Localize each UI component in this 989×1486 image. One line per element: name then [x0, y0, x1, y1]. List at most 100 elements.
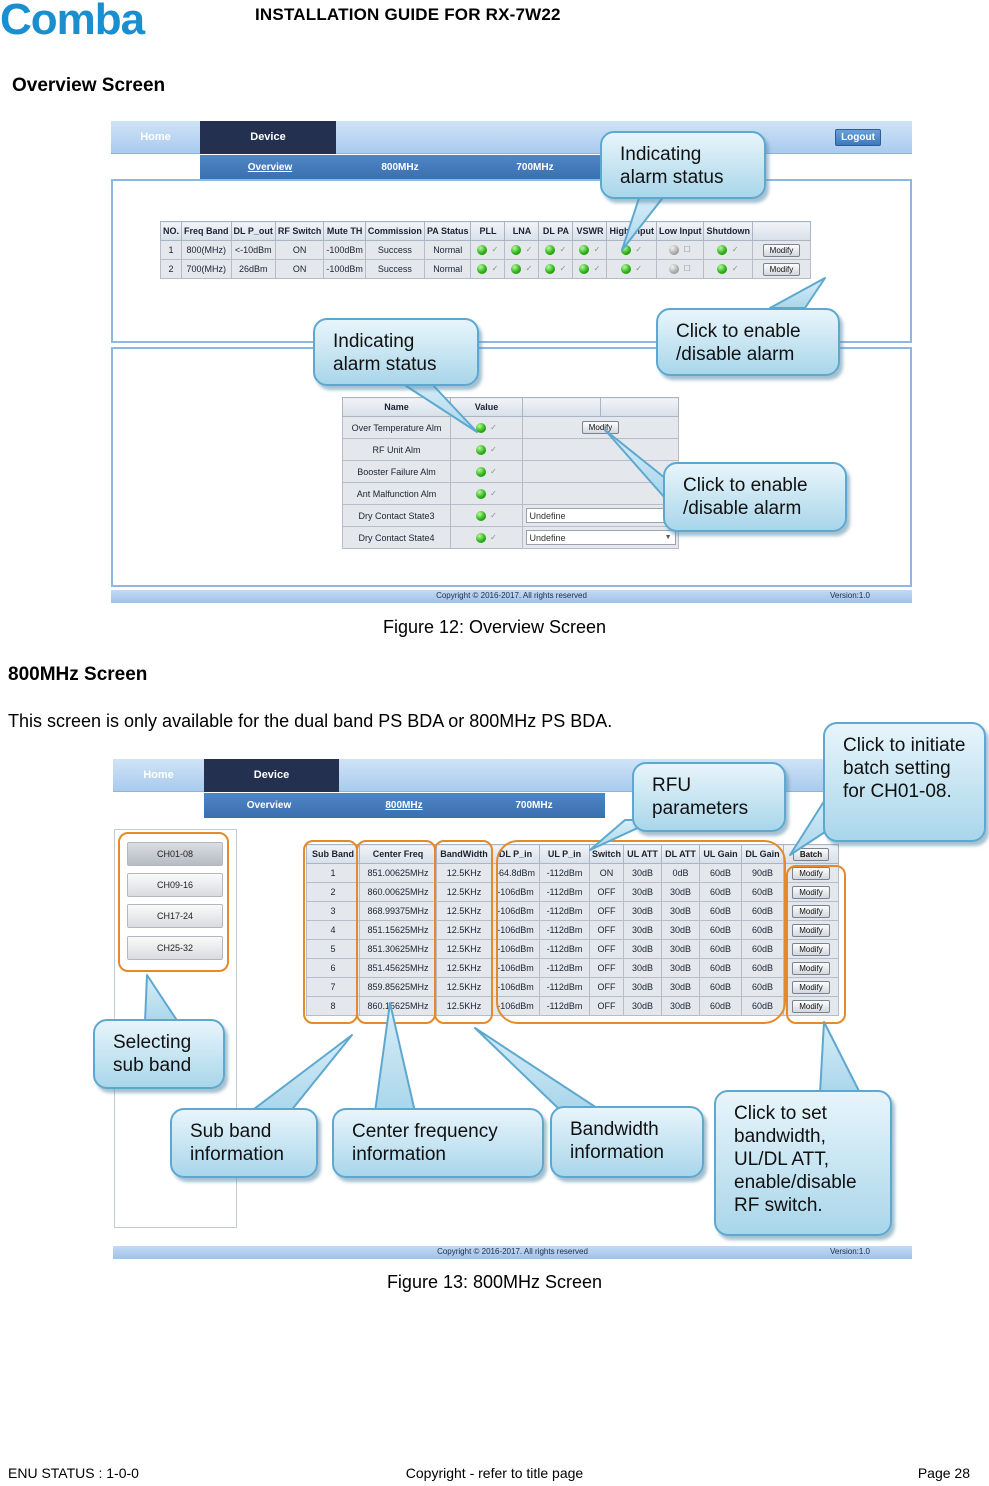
modify-button[interactable]: Modify [792, 904, 830, 918]
subtab-700mhz[interactable]: 700MHz [516, 162, 554, 173]
modify-button[interactable]: Modify [792, 942, 830, 956]
subtab-overview[interactable]: Overview [246, 800, 292, 811]
check-icon[interactable]: ✓ [525, 245, 533, 255]
modify-button[interactable]: Modify [792, 999, 830, 1013]
table-cell: OFF [588, 920, 625, 940]
table-row: 2 700(MHz) 26dBm ON -100dBm Success Norm… [159, 259, 811, 279]
table-cell: 6 [306, 958, 360, 978]
document-title: INSTALLATION GUIDE FOR RX-7W22 [255, 5, 561, 24]
table-cell: 860.00625MHz [359, 882, 437, 902]
highlight-channel-buttons [118, 832, 229, 972]
check-icon[interactable]: ✓ [559, 264, 567, 274]
cell-dlpa: ✓ [538, 259, 574, 279]
table-cell: 30dB [661, 920, 701, 940]
subtab-overview[interactable]: Overview [247, 162, 293, 173]
check-icon[interactable]: ✓ [490, 466, 497, 476]
dry-contact-select[interactable]: Undefine▼ [525, 530, 676, 545]
footer-status: ENU STATUS : 1-0-0 [8, 1465, 139, 1481]
cell-action: Modify [783, 901, 840, 921]
callout-subband-info: Sub band information [170, 1108, 318, 1178]
table-row: Over Temperature Alm✓Modify [342, 416, 679, 439]
check-icon[interactable]: ✓ [490, 444, 497, 454]
modify-button[interactable]: Modify [792, 885, 830, 899]
table-cell: OFF [588, 996, 625, 1016]
check-icon[interactable]: ✓ [490, 422, 497, 432]
check-icon[interactable]: ☐ [683, 264, 691, 274]
modify-button[interactable]: Modify [762, 243, 801, 257]
table-row: Booster Failure Alm✓ [342, 460, 679, 483]
check-icon[interactable]: ✓ [491, 264, 499, 274]
cell-empty [522, 482, 679, 505]
col-header: Low Input [655, 221, 705, 241]
table-row: RF Unit Alm✓ [342, 438, 679, 461]
table-cell: 60dB [741, 939, 785, 959]
channel-button-ch17-24[interactable]: CH17-24 [127, 904, 223, 928]
check-icon[interactable]: ☐ [683, 245, 691, 255]
check-icon[interactable]: ✓ [635, 264, 643, 274]
col-header: Freq Band [181, 221, 232, 241]
nav-tab-home[interactable]: Home [143, 769, 174, 781]
modify-button[interactable]: Modify [792, 923, 830, 937]
modify-button[interactable]: Modify [581, 421, 620, 434]
channel-button-ch25-32[interactable]: CH25-32 [127, 936, 223, 960]
check-icon[interactable]: ✓ [490, 510, 497, 520]
green-led-icon [578, 264, 589, 275]
nav-tab-home[interactable]: Home [140, 131, 171, 143]
check-icon[interactable]: ✓ [593, 264, 601, 274]
check-icon[interactable]: ✓ [731, 264, 739, 274]
nav-tab-device[interactable]: Device [204, 759, 339, 792]
modify-button[interactable]: Modify [792, 961, 830, 975]
table-cell: 12.5KHz [436, 920, 492, 940]
batch-button[interactable]: Batch [792, 847, 830, 861]
table-cell: 60dB [699, 920, 743, 940]
table-cell: 60dB [699, 863, 743, 883]
chevron-down-icon[interactable]: ▼ [664, 534, 672, 541]
cell-rf-switch: ON [274, 259, 325, 279]
logout-button[interactable]: Logout [835, 129, 881, 146]
check-icon[interactable]: ✓ [491, 245, 499, 255]
table-row: Ant Malfunction Alm✓ [342, 482, 679, 505]
check-icon[interactable]: ✓ [731, 245, 739, 255]
callout-batch: Click to initiate batch setting for CH01… [823, 722, 986, 842]
cell-action: Modify [522, 416, 679, 439]
check-icon[interactable]: ✓ [525, 264, 533, 274]
highlight-rfu-columns [496, 840, 786, 1024]
green-led-icon [510, 245, 521, 256]
band-status-table: NO. Freq Band DL P_out RF Switch Mute TH… [159, 221, 811, 279]
cell-vswr: ✓ [572, 240, 608, 260]
cell-no: 2 [159, 259, 183, 279]
subband-table: Sub Band Center Freq BandWidth DL P_in U… [306, 844, 840, 1016]
table-cell: 30dB [661, 996, 701, 1016]
green-led-icon [578, 245, 589, 256]
cell-rf-switch: ON [274, 240, 325, 260]
cell-shutdown: ✓ [703, 259, 753, 279]
cell-shutdown: ✓ [703, 240, 753, 260]
green-led-icon [475, 466, 486, 477]
col-header: Shutdown [703, 221, 753, 241]
modify-button[interactable]: Modify [762, 262, 801, 276]
check-icon[interactable]: ✓ [593, 245, 601, 255]
col-header: Center Freq [359, 844, 437, 864]
table-cell: -106dBm [491, 920, 540, 940]
svg-text:Comba: Comba [0, 0, 146, 42]
check-icon[interactable]: ✓ [490, 532, 497, 542]
table-cell: 851.45625MHz [359, 958, 437, 978]
screen-footer: Copyright © 2016-2017. All rights reserv… [111, 590, 912, 603]
subtab-800mhz[interactable]: 800MHz [381, 162, 419, 173]
check-icon[interactable]: ✓ [559, 245, 567, 255]
channel-button-ch01-08[interactable]: CH01-08 [127, 842, 223, 866]
cell-action: Modify [751, 240, 811, 260]
subtab-800mhz[interactable]: 800MHz [385, 800, 423, 811]
modify-button[interactable]: Modify [792, 980, 830, 994]
table-cell: 5 [306, 939, 360, 959]
dry-contact-select[interactable]: Undefine▼ [525, 508, 676, 523]
table-cell: 60dB [741, 958, 785, 978]
nav-tab-device[interactable]: Device [200, 121, 336, 154]
green-led-icon [475, 488, 486, 499]
subtab-700mhz[interactable]: 700MHz [515, 800, 553, 811]
check-icon[interactable]: ✓ [490, 488, 497, 498]
channel-button-ch09-16[interactable]: CH09-16 [127, 873, 223, 897]
sub-nav: Overview 800MHz 700MHz [204, 793, 605, 818]
check-icon[interactable]: ✓ [635, 245, 643, 255]
